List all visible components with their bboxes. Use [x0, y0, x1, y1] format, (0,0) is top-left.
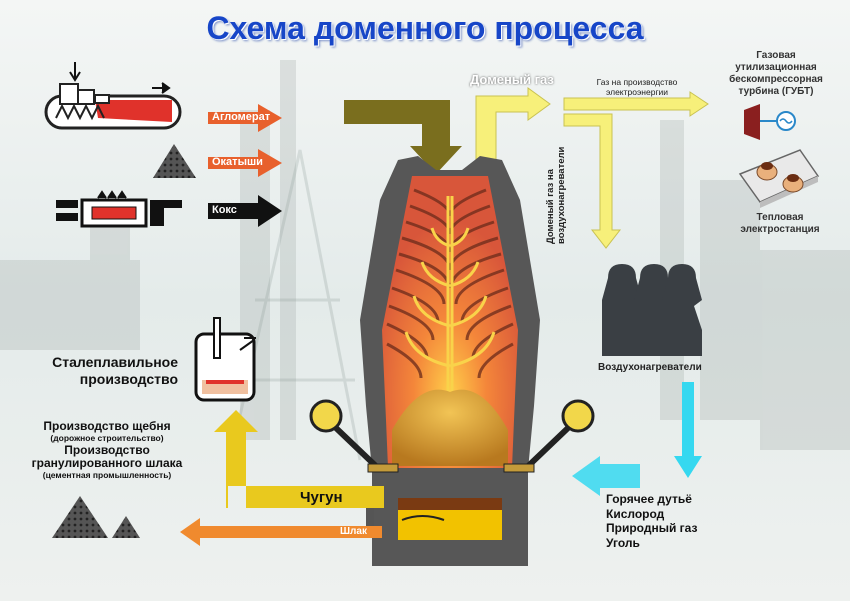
turbine-line4: турбина (ГУБТ): [738, 86, 814, 97]
blast-inputs-list: Горячее дутьё Кислород Природный газ Уго…: [606, 492, 697, 550]
okatyshi-label: Окатыши: [212, 156, 263, 168]
blast-furnace-gas-arrow: [475, 87, 551, 169]
koks-arrow: [208, 195, 282, 227]
slag-uses-line3: Производство: [64, 443, 150, 457]
hot-blast-down-arrow: [674, 382, 702, 478]
koks-label: Кокс: [212, 204, 237, 216]
power-plant-line1: Тепловая: [756, 212, 804, 223]
turbine-line1: Газовая: [756, 50, 796, 61]
slag-uses-line1: Производство щебня: [43, 419, 171, 433]
steelmaking-line2: производство: [79, 371, 178, 387]
gas-to-power-label: Газ на производство электроэнергии: [596, 77, 678, 97]
natural-gas-label: Природный газ: [606, 521, 698, 535]
gas-to-heaters-label: Доменый газ на воздухонагреватели: [545, 134, 577, 244]
slag-uses-label: Производство щебня (дорожное строительст…: [22, 420, 192, 481]
charge-arrow: [344, 100, 462, 174]
aglomerat-arrow: [208, 104, 282, 132]
slag-uses-line2: (дорожное строительство): [50, 433, 164, 443]
iron-arrow: [214, 410, 384, 508]
gas-to-heaters-arrow: [563, 113, 622, 249]
sinter-machine-icon: [44, 62, 182, 130]
blast-furnace-gas-label: Доменый газ: [470, 72, 554, 87]
turbine-icon: [744, 104, 796, 140]
blast-furnace: [360, 156, 540, 566]
turbine-label: Газовая утилизационная бескомпрессорная …: [712, 50, 840, 98]
iron-label: Чугун: [300, 489, 343, 506]
slag-uses-line5: (цементная промышленность): [42, 470, 172, 480]
steelmaking-label: Сталеплавильное производство: [28, 354, 178, 388]
air-heaters-label: Воздухонагреватели: [598, 362, 702, 373]
coke-oven-icon: [56, 190, 182, 228]
granulated-slag-pile-icon: [112, 516, 140, 538]
power-plant-line2: электростанция: [740, 224, 820, 235]
power-plant-icon: [738, 149, 820, 208]
slag-label: Шлак: [340, 526, 367, 537]
slag-arrow: [180, 518, 382, 546]
steel-converter-icon: [194, 317, 256, 402]
okatyshi-arrow: [208, 149, 282, 177]
steelmaking-line1: Сталеплавильное: [52, 354, 178, 370]
power-plant-label: Тепловая электростанция: [720, 212, 840, 236]
gas-to-power-arrow: [563, 91, 709, 117]
hot-blast-left-arrow: [572, 456, 640, 496]
tuyere-left: [309, 399, 399, 473]
aglomerat-label: Агломерат: [212, 111, 271, 123]
turbine-line2: утилизационная: [735, 62, 817, 73]
oxygen-label: Кислород: [606, 506, 665, 521]
coal-label: Уголь: [606, 535, 640, 550]
page-title: Схема доменного процесса: [206, 10, 644, 46]
crushed-stone-pile-icon: [52, 496, 108, 538]
turbine-line3: бескомпрессорная: [729, 74, 823, 85]
gas-to-heaters-line2: воздухонагреватели: [556, 146, 567, 244]
gas-to-heaters-line1: Доменый газ на: [545, 169, 556, 244]
air-heaters-icon: [602, 264, 702, 356]
hot-blast-label: Горячее дутьё: [606, 492, 692, 506]
pellets-pile-icon: [153, 144, 196, 178]
tuyere-right: [503, 399, 595, 473]
slag-uses-line4: гранулированного шлака: [31, 456, 183, 470]
